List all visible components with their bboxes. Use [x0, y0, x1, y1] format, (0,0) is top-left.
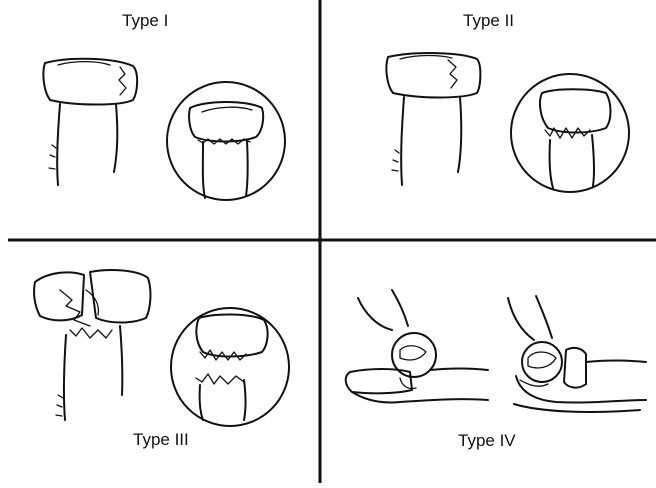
- magnified-circle-type-2: [511, 74, 629, 192]
- elbow-dislocation-view-b: [508, 296, 646, 412]
- panel-type-3-drawing: [34, 270, 289, 426]
- panel-label-type-1: Type I: [122, 11, 168, 31]
- radius-head-side-view-type-2: [386, 53, 480, 185]
- panel-type-2-drawing: [386, 53, 629, 192]
- magnified-circle-type-3: [171, 308, 289, 426]
- panel-type-1-drawing: [43, 59, 285, 200]
- panel-label-type-3: Type III: [133, 430, 189, 450]
- panel-type-4-drawing: [346, 290, 646, 412]
- radius-head-side-view-type-3: [34, 270, 150, 420]
- panel-label-type-2: Type II: [463, 11, 514, 31]
- elbow-dislocation-view-a: [346, 290, 488, 403]
- magnified-circle-type-1: [167, 82, 285, 200]
- radius-head-side-view-type-1: [43, 59, 137, 185]
- panel-label-type-4: Type IV: [458, 431, 516, 451]
